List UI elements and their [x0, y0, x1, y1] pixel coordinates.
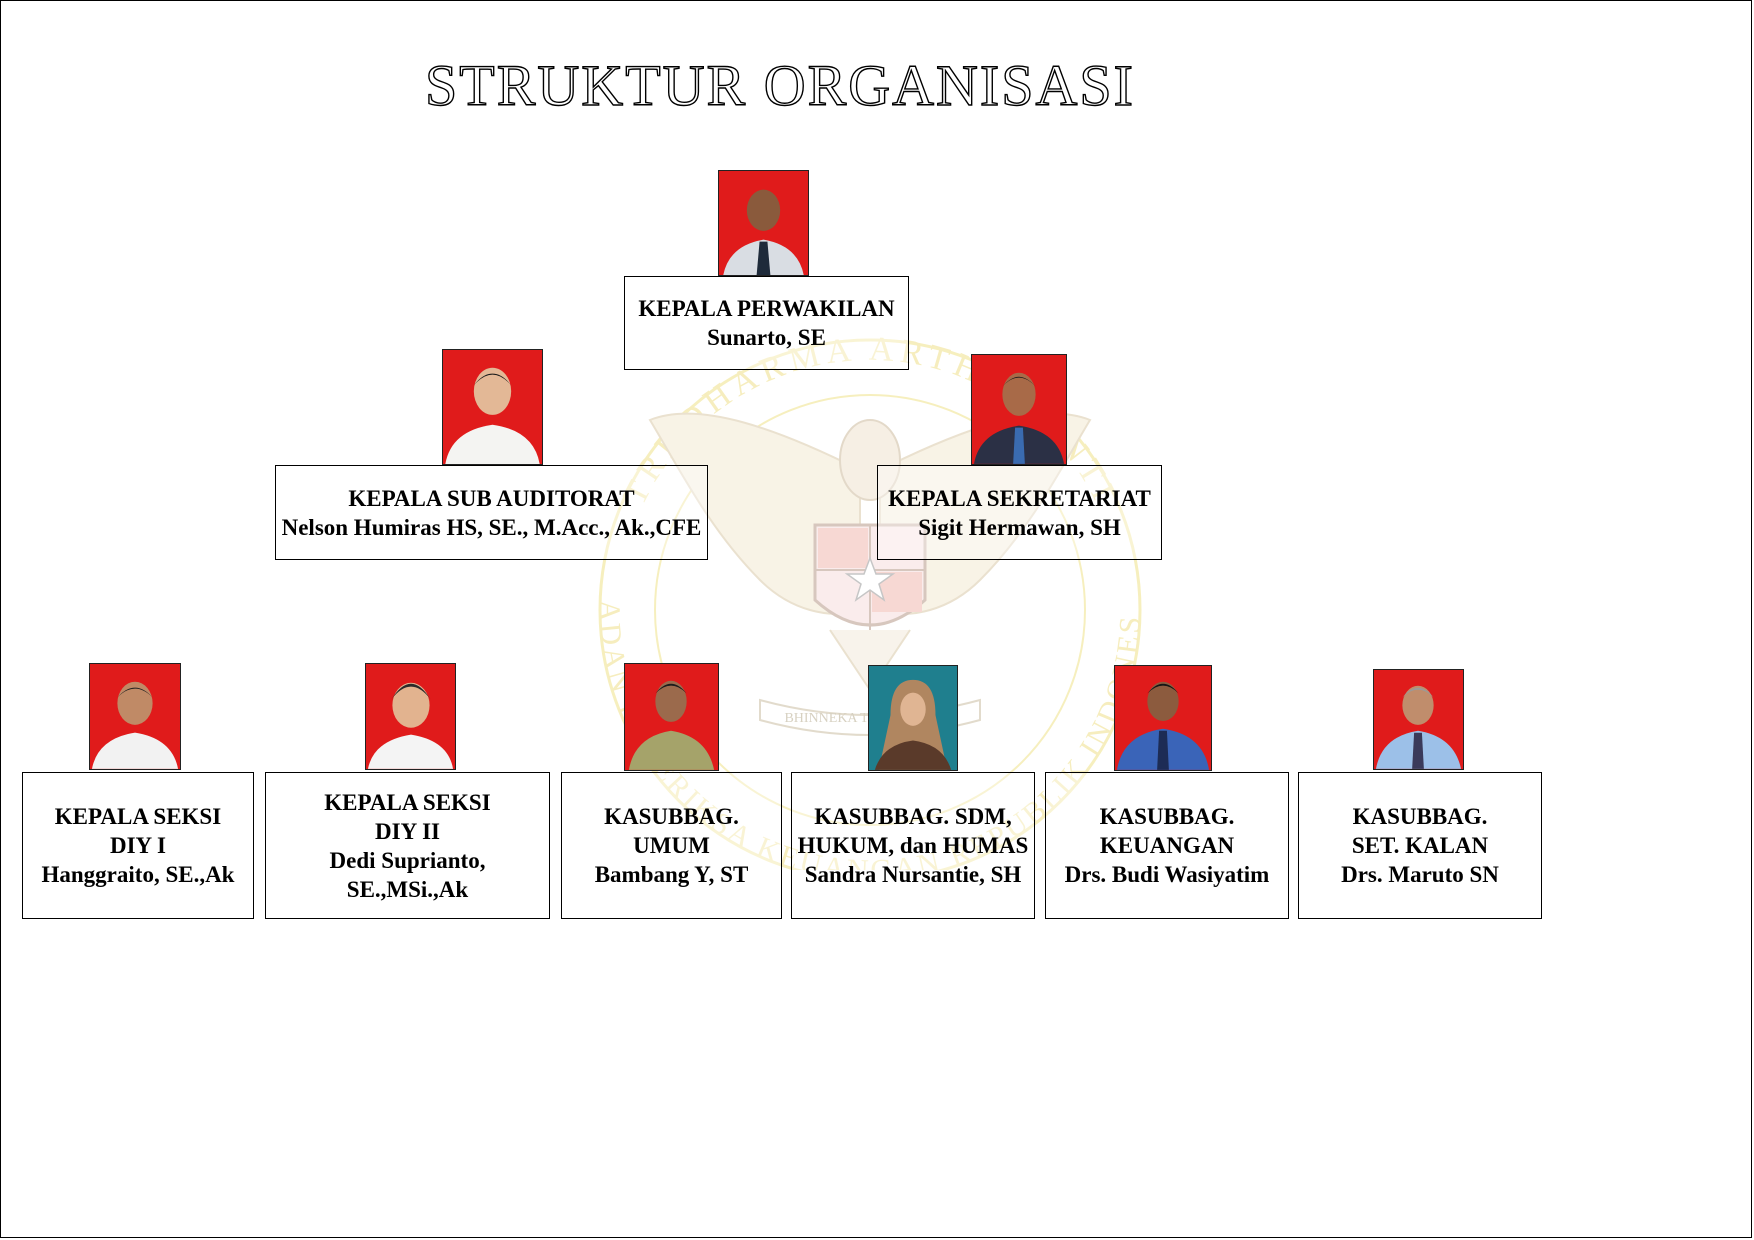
- name-label: Nelson Humiras HS, SE., M.Acc., Ak.,CFE: [281, 514, 702, 540]
- portrait-icon: [367, 682, 454, 769]
- portrait-icon: [91, 681, 179, 769]
- name-label: Drs. Maruto SN: [1341, 862, 1499, 887]
- box-kepala-sub-auditorat: KEPALA SUB AUDITORAT Nelson Humiras HS, …: [275, 465, 708, 560]
- role-label: KEPALA SUB AUDITORAT: [348, 485, 635, 511]
- unit-label: DIY II: [375, 818, 440, 844]
- name-label: Hanggraito, SE.,Ak: [41, 862, 235, 887]
- box-kepala-seksi-diy-2: KEPALA SEKSI DIY II Dedi Suprianto, SE.,…: [265, 772, 550, 919]
- role-label: KASUBBAG.: [1099, 804, 1235, 829]
- box-kasubbag-umum: KASUBBAG. UMUM Bambang Y, ST: [561, 772, 782, 919]
- unit-label: SET. KALAN: [1351, 833, 1489, 858]
- portrait-icon: [1116, 681, 1210, 770]
- box-kepala-perwakilan: KEPALA PERWAKILAN Sunarto, SE: [624, 276, 909, 370]
- portrait-icon: [1375, 685, 1462, 769]
- photo-kasubbag-keuangan: [1114, 665, 1212, 771]
- role-label: KEPALA SEKSI: [54, 804, 222, 829]
- photo-kepala-sekretariat: [971, 354, 1067, 465]
- role-label: KASUBBAG.: [1352, 804, 1488, 829]
- portrait-icon: [874, 679, 952, 770]
- box-kepala-seksi-diy-1: KEPALA SEKSI DIY I Hanggraito, SE.,Ak: [22, 772, 254, 919]
- unit-label: KEUANGAN: [1099, 833, 1235, 858]
- photo-kepala-sub-auditorat: [442, 349, 543, 465]
- box-kepala-sekretariat: KEPALA SEKRETARIAT Sigit Hermawan, SH: [877, 465, 1162, 560]
- photo-kasubbag-umum: [624, 663, 719, 771]
- name-label: Dedi Suprianto,: [329, 847, 486, 873]
- portrait-icon: [723, 189, 804, 275]
- photo-kepala-seksi-diy-2: [365, 663, 456, 770]
- name-label: Bambang Y, ST: [594, 862, 749, 887]
- photo-kasubbag-sdm: [868, 665, 958, 771]
- role-label: KEPALA SEKSI: [324, 789, 491, 815]
- unit-label: UMUM: [633, 833, 710, 858]
- role-label: KASUBBAG.: [604, 804, 739, 829]
- portrait-icon: [973, 372, 1065, 464]
- unit-label: DIY I: [109, 833, 167, 858]
- name-label: Drs. Budi Wasiyatim: [1064, 862, 1270, 887]
- page-title: STRUKTUR ORGANISASI: [424, 55, 1135, 119]
- role-label: KASUBBAG. SDM,: [814, 804, 1012, 829]
- role-label: KEPALA SEKRETARIAT: [888, 485, 1151, 511]
- photo-kepala-perwakilan: [718, 170, 809, 276]
- name-label: Sandra Nursantie, SH: [804, 862, 1022, 887]
- name-label: Sunarto, SE: [707, 325, 826, 350]
- portrait-icon: [445, 367, 540, 464]
- photo-kepala-seksi-diy-1: [89, 663, 181, 770]
- box-kasubbag-keuangan: KASUBBAG. KEUANGAN Drs. Budi Wasiyatim: [1045, 772, 1289, 919]
- portrait-icon: [628, 680, 715, 770]
- box-kasubbag-set-kalan: KASUBBAG. SET. KALAN Drs. Maruto SN: [1298, 772, 1542, 919]
- role-label: KEPALA PERWAKILAN: [638, 296, 895, 321]
- unit-label: HUKUM, dan HUMAS: [797, 833, 1029, 858]
- box-kasubbag-sdm-hukum-humas: KASUBBAG. SDM, HUKUM, dan HUMAS Sandra N…: [791, 772, 1035, 919]
- name-label: Sigit Hermawan, SH: [918, 514, 1121, 540]
- degree-label: SE.,MSi.,Ak: [346, 876, 469, 902]
- page-title-text: STRUKTUR ORGANISASI: [425, 55, 1135, 118]
- photo-kasubbag-set-kalan: [1373, 669, 1464, 770]
